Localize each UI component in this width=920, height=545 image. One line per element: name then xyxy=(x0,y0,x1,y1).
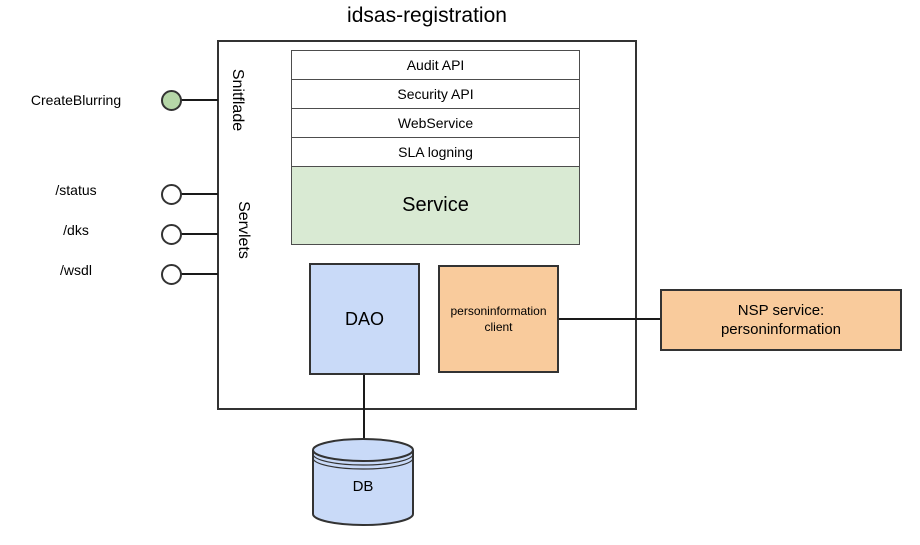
connector-client-to-nsp xyxy=(559,318,660,320)
layer-webservice: WebService xyxy=(291,108,580,138)
personinformation-client-box: personinformation client xyxy=(438,265,559,373)
layer-sla-logning: SLA logning xyxy=(291,137,580,167)
interface-circle-status xyxy=(161,184,182,205)
interface-label-createblurring: CreateBlurring xyxy=(30,92,122,108)
interface-circle-wsdl xyxy=(161,264,182,285)
diagram-title: idsas-registration xyxy=(347,4,507,27)
connector-dao-to-db xyxy=(363,374,365,440)
db-label: DB xyxy=(352,478,374,495)
dao-box: DAO xyxy=(309,263,420,375)
nsp-service-label-line1: NSP service: xyxy=(737,301,825,319)
nsp-service-box: NSP service: personinformation xyxy=(660,289,902,351)
connector-dks xyxy=(181,233,218,235)
section-label-snitflade: Snitflade xyxy=(229,68,246,132)
layer-security-api: Security API xyxy=(291,79,580,109)
db-cylinder-icon xyxy=(312,438,414,526)
interface-label-wsdl: /wsdl xyxy=(60,262,92,278)
connector-createblurring xyxy=(181,99,218,101)
section-label-servlets: Servlets xyxy=(235,201,252,259)
connector-status xyxy=(181,193,218,195)
system-boundary-box xyxy=(217,40,637,410)
service-box: Service xyxy=(291,166,580,245)
interface-label-status: /status xyxy=(55,182,97,198)
interface-label-dks: /dks xyxy=(63,222,89,238)
connector-wsdl xyxy=(181,273,218,275)
layer-audit-api: Audit API xyxy=(291,50,580,80)
interface-circle-dks xyxy=(161,224,182,245)
nsp-service-label-line2: personinformation xyxy=(720,321,842,338)
interface-circle-createblurring xyxy=(161,90,182,111)
